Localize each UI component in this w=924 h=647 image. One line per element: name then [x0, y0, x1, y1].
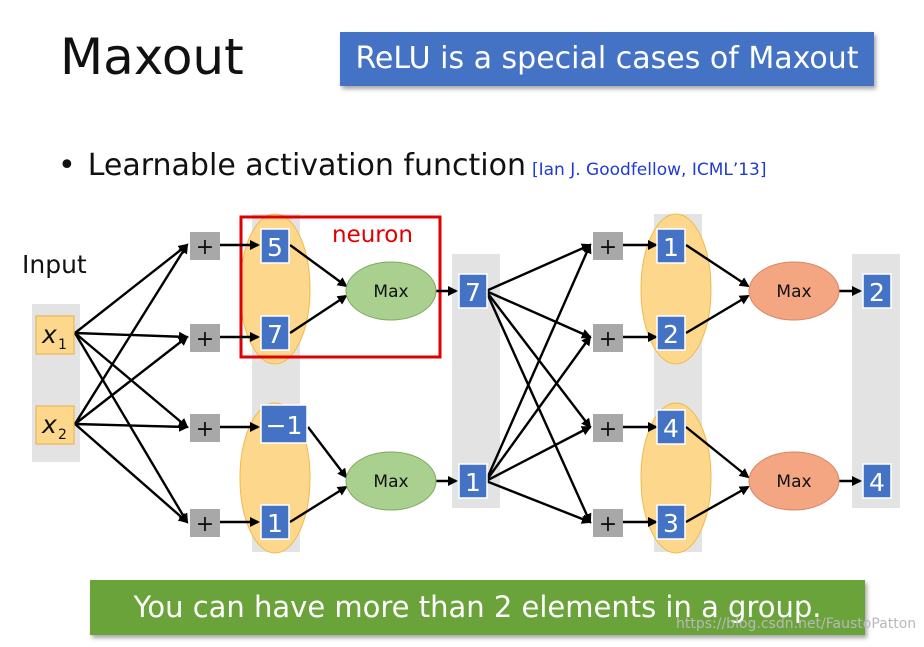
plus-node: +: [190, 232, 220, 260]
value-box: −1: [260, 404, 308, 444]
plus-symbol: +: [599, 417, 617, 442]
input-x1-subscript: 1: [58, 337, 67, 353]
value-box: 3: [656, 504, 686, 540]
plus-node: +: [593, 324, 623, 352]
plus-node: +: [190, 414, 220, 442]
value-text: −1: [266, 411, 303, 440]
plus-symbol: +: [599, 512, 617, 537]
input-x1-symbol: x: [41, 320, 57, 349]
max-node: Max: [345, 261, 437, 321]
plus-node: +: [593, 232, 623, 260]
value-box: 1: [458, 463, 488, 499]
bullet-line: • Learnable activation function[Ian J. Go…: [58, 148, 767, 183]
max-node: Max: [748, 451, 840, 511]
max-label: Max: [776, 282, 811, 302]
watermark: https://blog.csdn.net/FaustoPatton: [676, 616, 917, 632]
value-box: 2: [862, 273, 892, 309]
value-text: 3: [663, 509, 679, 538]
plus-node: +: [593, 414, 623, 442]
plus-symbol: +: [196, 417, 214, 442]
value-box: 7: [260, 315, 290, 351]
input-x2-subscript: 2: [58, 427, 67, 443]
max-node: Max: [345, 451, 437, 511]
value-text: 1: [663, 233, 679, 262]
value-text: 4: [869, 468, 885, 497]
value-box: 1: [260, 504, 290, 540]
value-box: 1: [656, 228, 686, 264]
plus-symbol: +: [599, 235, 617, 260]
input-x2: x 2: [35, 405, 75, 445]
value-text: 2: [869, 278, 885, 307]
value-text: 7: [267, 320, 283, 349]
relu-banner: ReLU is a special cases of Maxout: [340, 32, 874, 86]
input-x2-symbol: x: [41, 410, 57, 439]
value-text: 5: [267, 233, 283, 262]
value-text: 4: [663, 414, 679, 443]
plus-node: +: [190, 509, 220, 537]
max-label: Max: [373, 282, 408, 302]
footer-banner: You can have more than 2 elements in a g…: [90, 580, 865, 635]
citation: [Ian J. Goodfellow, ICML’13]: [531, 160, 767, 180]
input-x1: x 1: [35, 315, 75, 355]
input-label: Input: [22, 250, 87, 279]
max-label: Max: [776, 472, 811, 492]
slide-title: Maxout: [60, 28, 244, 86]
max-node: Max: [748, 261, 840, 321]
neuron-box: [239, 215, 442, 359]
plus-symbol: +: [196, 512, 214, 537]
neuron-label: neuron: [332, 222, 413, 248]
value-box: 5: [260, 228, 290, 264]
value-box: 4: [862, 463, 892, 499]
bullet-dot-icon: •: [58, 148, 76, 183]
plus-symbol: +: [196, 235, 214, 260]
value-text: 1: [267, 509, 283, 538]
value-text: 2: [663, 320, 679, 349]
value-box: 7: [458, 273, 488, 309]
value-box: 4: [656, 409, 686, 445]
plus-symbol: +: [196, 327, 214, 352]
bullet-text: Learnable activation function: [87, 148, 526, 183]
value-text: 1: [465, 468, 481, 497]
plus-node: +: [593, 509, 623, 537]
value-box: 2: [656, 315, 686, 351]
plus-node: +: [190, 324, 220, 352]
value-text: 7: [465, 278, 481, 307]
max-label: Max: [373, 472, 408, 492]
plus-symbol: +: [599, 327, 617, 352]
